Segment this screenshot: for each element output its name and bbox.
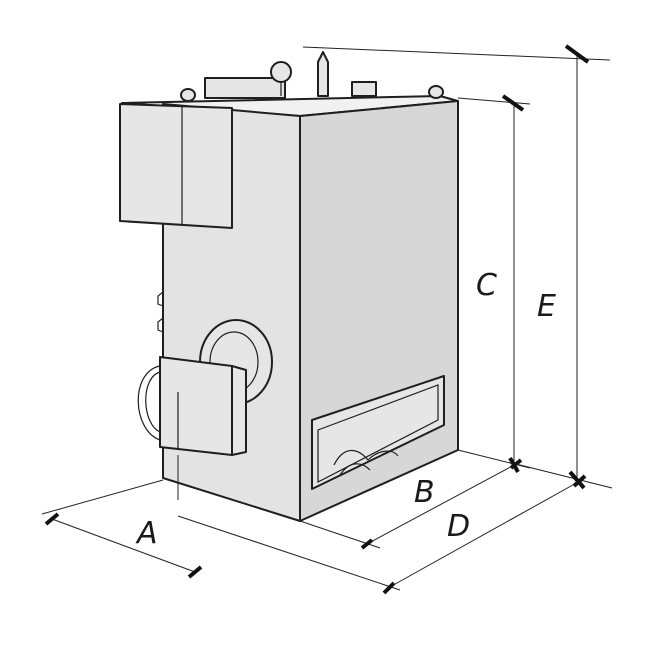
dimension-line-b	[366, 463, 517, 545]
dimension-line-a	[51, 518, 196, 573]
inspection-panel	[311, 375, 445, 490]
label-c: C	[476, 268, 497, 303]
dimension-lines	[41, 44, 613, 595]
label-e: E	[537, 289, 556, 324]
dimension-line-d	[387, 480, 581, 589]
left-edge-fittings	[157, 291, 164, 333]
control-panel-box	[119, 103, 233, 229]
label-d: D	[447, 509, 470, 544]
pressure-gauge-icon	[270, 61, 292, 83]
lifting-eye-right	[428, 85, 444, 99]
top-valve-block	[204, 77, 286, 99]
burner-unit	[137, 356, 247, 456]
burner-cable	[137, 365, 161, 441]
lifting-eye-left	[180, 88, 196, 102]
label-b: B	[414, 475, 435, 510]
top-connection	[351, 81, 377, 97]
safety-valve-icon	[317, 51, 329, 97]
label-a: A	[135, 516, 158, 551]
top-fittings	[180, 51, 444, 102]
boiler-illustration	[119, 51, 459, 522]
dimension-labels: A B C D E	[135, 268, 556, 551]
